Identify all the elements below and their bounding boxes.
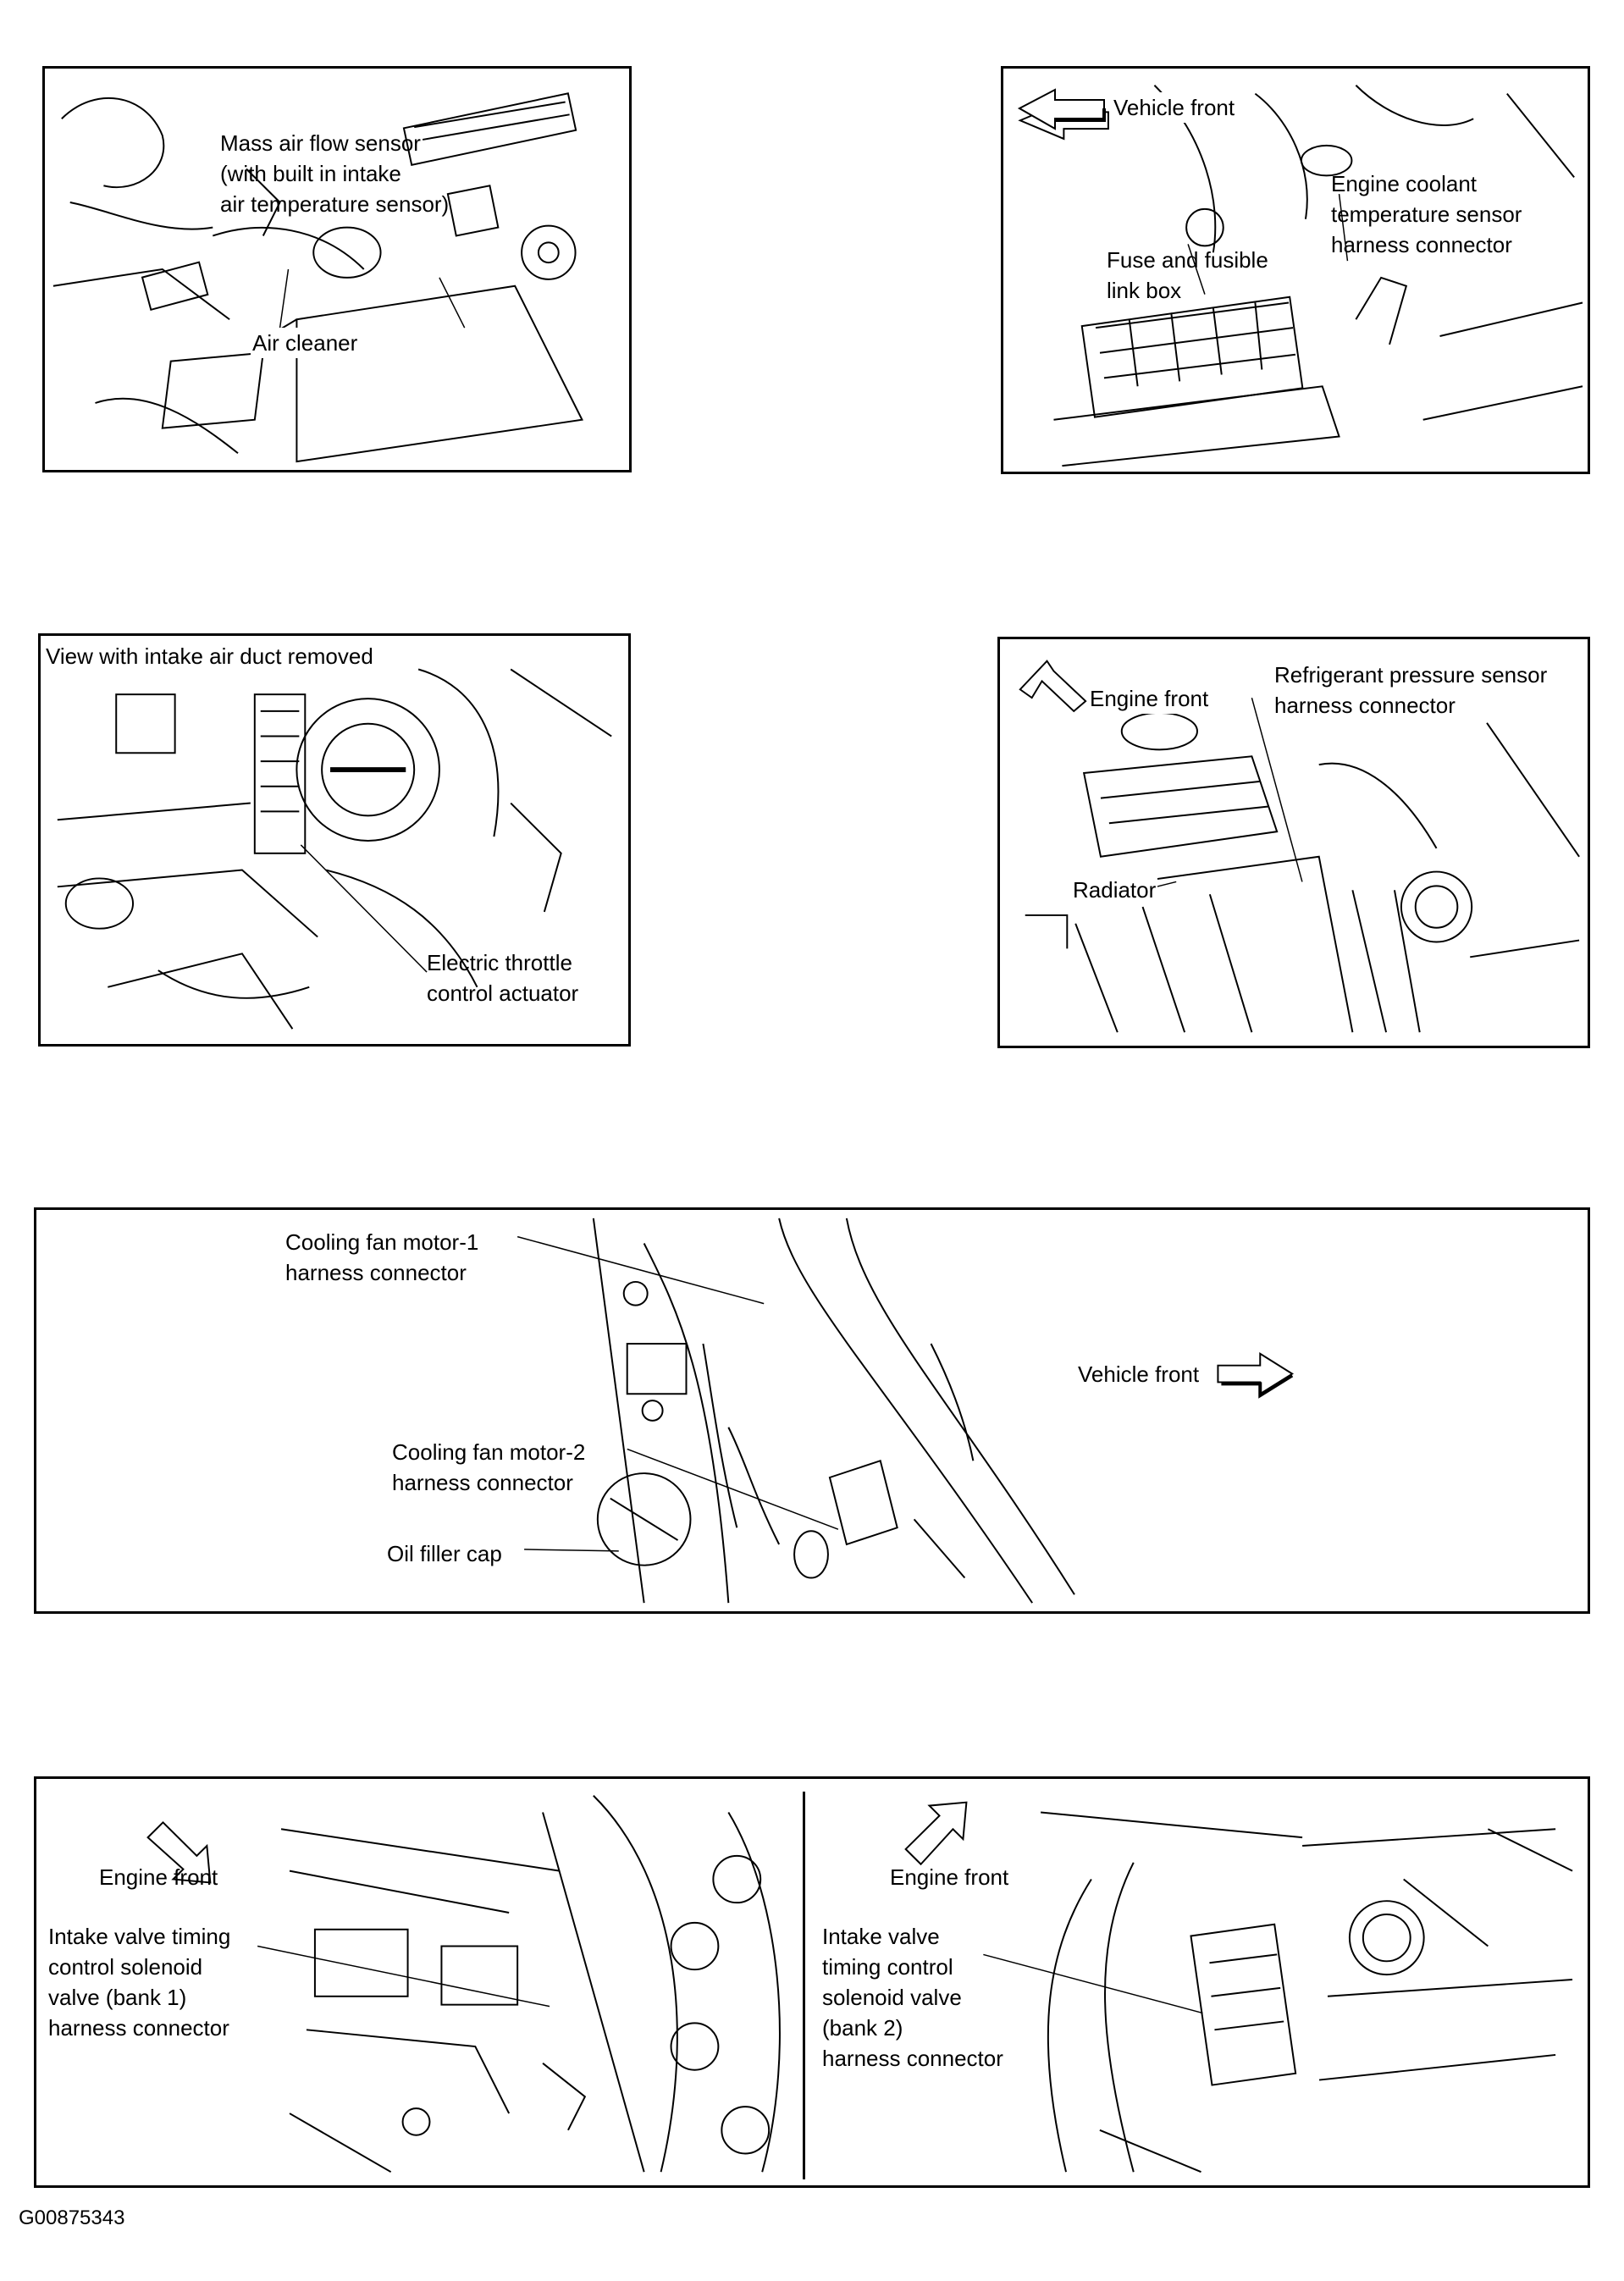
panel-divider (803, 1792, 805, 2179)
figure-id: G00875343 (19, 2206, 125, 2229)
cooling-fan-motor-1-label: Cooling fan motor-1 harness connector (285, 1229, 479, 1285)
engine-bay-illustration (146, 1795, 1573, 2173)
vehicle-front-arrow-icon (1017, 88, 1106, 130)
engine-front-label: Engine front (1088, 683, 1211, 714)
engine-bay-illustration (52, 92, 583, 463)
intake-valve-timing-bank-2-label: Intake valve timing control solenoid val… (822, 1924, 1003, 2071)
intake-valve-timing-bank-1-label: Intake valve timing control solenoid val… (48, 1924, 231, 2041)
engine-front-left-label: Engine front (99, 1864, 218, 1890)
panel-cooling-fan-motors: Cooling fan motor-1 harness connector Co… (34, 1207, 1590, 1614)
engine-front-right-label: Engine front (890, 1864, 1009, 1890)
vehicle-front-label: Vehicle front (1112, 92, 1237, 123)
fuse-and-fusible-link-box-label: Fuse and fusible link box (1107, 247, 1268, 303)
cooling-fan-motor-2-label: Cooling fan motor-2 harness connector (392, 1439, 586, 1495)
vehicle-front-label: Vehicle front (1078, 1361, 1200, 1387)
engine-coolant-temperature-sensor-label: Engine coolant temperature sensor harnes… (1331, 171, 1522, 257)
radiator-label: Radiator (1071, 875, 1158, 905)
electric-throttle-control-actuator-label: Electric throttle control actuator (427, 950, 579, 1006)
panel-intake-valve-timing-control-solenoid: Engine front Intake valve timing control… (34, 1776, 1590, 2188)
panel-electric-throttle-control-actuator: View with intake air duct removed Electr… (38, 633, 631, 1047)
panel-mass-air-flow-sensor: Mass air flow sensor (with built in inta… (42, 66, 632, 472)
mass-air-flow-sensor-label: Mass air flow sensor (with built in inta… (220, 130, 450, 217)
view-with-intake-air-duct-removed-label: View with intake air duct removed (44, 641, 375, 671)
panel-refrigerant-pressure-sensor: Engine front Refrigerant pressure sensor… (997, 637, 1590, 1048)
air-cleaner-label: Air cleaner (251, 328, 360, 358)
engine-bay-illustration (57, 668, 612, 1030)
engine-bay-illustration (516, 1218, 1295, 1604)
panel-engine-coolant-temperature-sensor: Vehicle front Engine coolant temperature… (1001, 66, 1590, 474)
refrigerant-pressure-sensor-label: Refrigerant pressure sensor harness conn… (1274, 662, 1548, 718)
oil-filler-cap-label: Oil filler cap (387, 1541, 502, 1566)
